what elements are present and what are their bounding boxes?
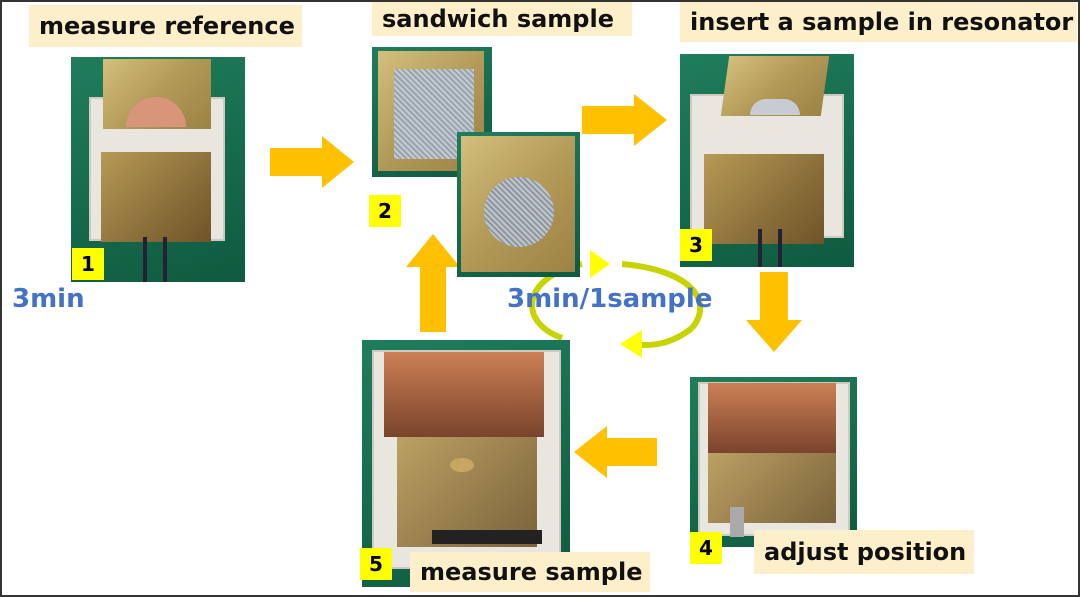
arrow-right-1-to-2 — [270, 136, 354, 188]
arrow-right-2-to-3 — [582, 94, 667, 146]
step-1-badge: 1 — [72, 248, 104, 280]
step-4-badge: 4 — [690, 532, 722, 564]
step-3-badge: 3 — [680, 229, 712, 261]
step-5-badge: 5 — [360, 548, 392, 580]
cycle-arrowhead-top — [590, 250, 610, 278]
step-4-label: adjust position — [754, 530, 974, 574]
reference-resonator-photo — [71, 57, 245, 282]
arrow-left-4-to-5 — [574, 426, 657, 478]
cycle-time-text: 3min/1sample — [507, 284, 713, 314]
cycle-arrow-top — [621, 261, 704, 330]
step-3-label: insert a sample in resonator — [680, 2, 1077, 42]
step-1-label: measure reference — [29, 5, 302, 47]
sandwich-sample-photo-window — [457, 132, 580, 277]
arrow-down-3-to-4 — [746, 272, 802, 352]
step-5-label: measure sample — [410, 552, 650, 592]
adjust-position-photo — [690, 377, 857, 547]
measure-sample-photo — [362, 340, 570, 587]
reference-time-text: 3min — [12, 284, 85, 314]
arrow-up-5-to-2 — [406, 234, 460, 332]
step-2-label: sandwich sample — [372, 2, 632, 36]
step-2-badge: 2 — [369, 195, 401, 227]
cycle-arrowhead-bottom — [620, 330, 642, 358]
